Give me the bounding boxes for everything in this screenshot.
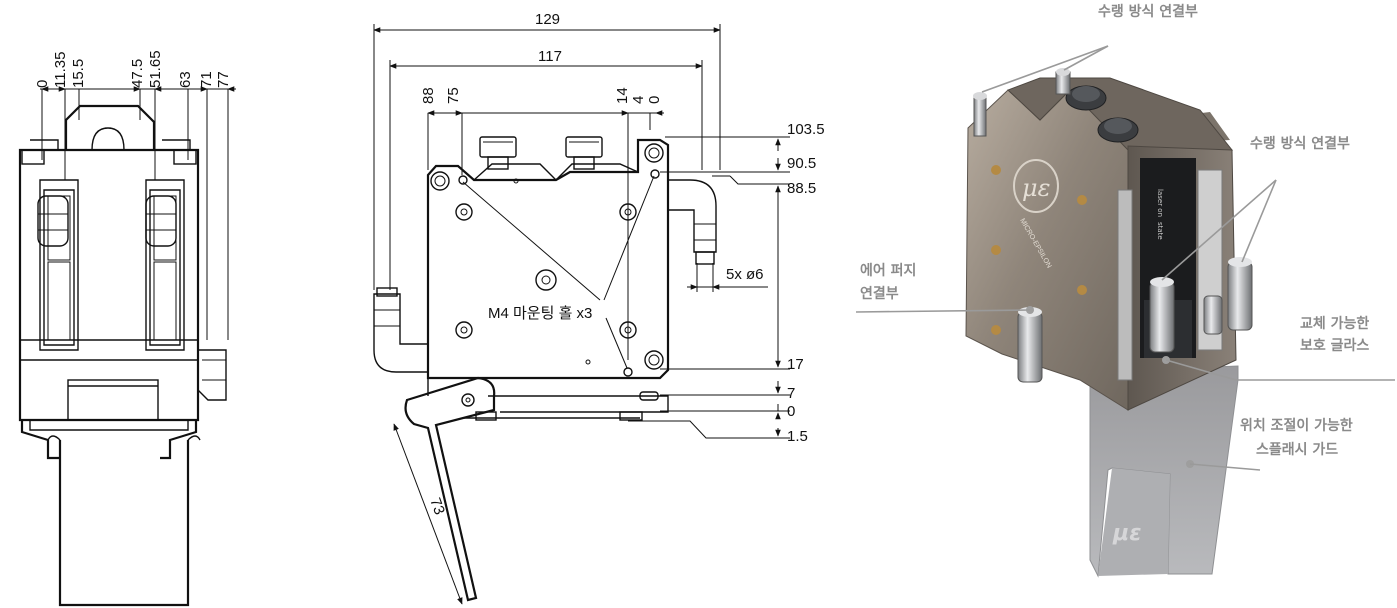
dim-88: 88	[420, 87, 437, 104]
left-dim-71: 71	[198, 71, 215, 88]
sensor-photo: με laser on state με MICRO-EPSILON	[855, 3, 1395, 578]
callout-water-top: 수랭 방식 연결부	[1098, 3, 1198, 20]
left-view-fittings	[37, 195, 177, 247]
laser-on-label: laser on	[1156, 189, 1164, 217]
dim-1-5: 1.5	[787, 428, 808, 445]
callout-water-right: 수랭 방식 연결부	[1250, 135, 1350, 152]
dim-88-5: 88.5	[787, 180, 816, 197]
callout-air-purge-line2: 연결부	[860, 285, 899, 302]
round-connectors	[1065, 85, 1139, 143]
left-dim-47-5: 47.5	[129, 59, 146, 88]
center-view-right-dims: 103.5 90.5 88.5 17 7 0 1.5	[628, 121, 825, 445]
callout-guard-line1: 위치 조절이 가능한	[1240, 417, 1353, 434]
dim-0-bottom: 0	[787, 403, 795, 420]
left-dim-63: 63	[177, 71, 194, 88]
mounting-note: M4 마운팅 홀 x3	[488, 305, 592, 322]
dim-width-129: 129	[535, 11, 560, 28]
left-dim-15-5: 15.5	[70, 59, 87, 88]
brand-logo	[1013, 159, 1059, 213]
left-dim-51-65: 51.65	[147, 50, 164, 88]
left-view-drawing: 0 11.35 15.5 47.5 51.65 63 71 77	[18, 50, 236, 607]
front-fittings	[1017, 257, 1253, 383]
guard-logo: με	[1112, 521, 1141, 546]
dim-7: 7	[787, 385, 795, 402]
left-dim-0: 0	[34, 80, 51, 88]
center-view-drawing: 129 117 88 75 14 4 0	[373, 11, 825, 605]
callout-air-purge-line1: 에어 퍼지	[860, 262, 916, 279]
dim-75: 75	[445, 87, 462, 104]
dim-width-117: 117	[538, 48, 562, 65]
callout-glass-line2: 보호 글라스	[1300, 338, 1369, 354]
dim-90-5: 90.5	[787, 155, 816, 172]
left-view-dimensions: 0 11.35 15.5 47.5 51.65 63 71 77	[34, 50, 232, 88]
dim-0-top: 0	[646, 96, 663, 104]
brand-logo-text: με	[1022, 174, 1050, 202]
dim-103-5: 103.5	[787, 121, 825, 138]
left-dim-77: 77	[215, 71, 232, 88]
left-dim-11-35: 11.35	[52, 52, 69, 88]
dim-4: 4	[630, 96, 647, 104]
hole-note: 5x ø6	[726, 266, 764, 283]
state-label: state	[1156, 222, 1164, 240]
top-water-connectors	[973, 68, 1071, 137]
callout-guard-line2: 스플래시 가드	[1256, 442, 1338, 458]
dim-14: 14	[614, 87, 631, 104]
guard-length: 73	[426, 496, 448, 517]
center-view-connectors	[479, 136, 603, 170]
callout-glass-line1: 교체 가능한	[1300, 316, 1369, 332]
dim-17: 17	[787, 356, 804, 373]
